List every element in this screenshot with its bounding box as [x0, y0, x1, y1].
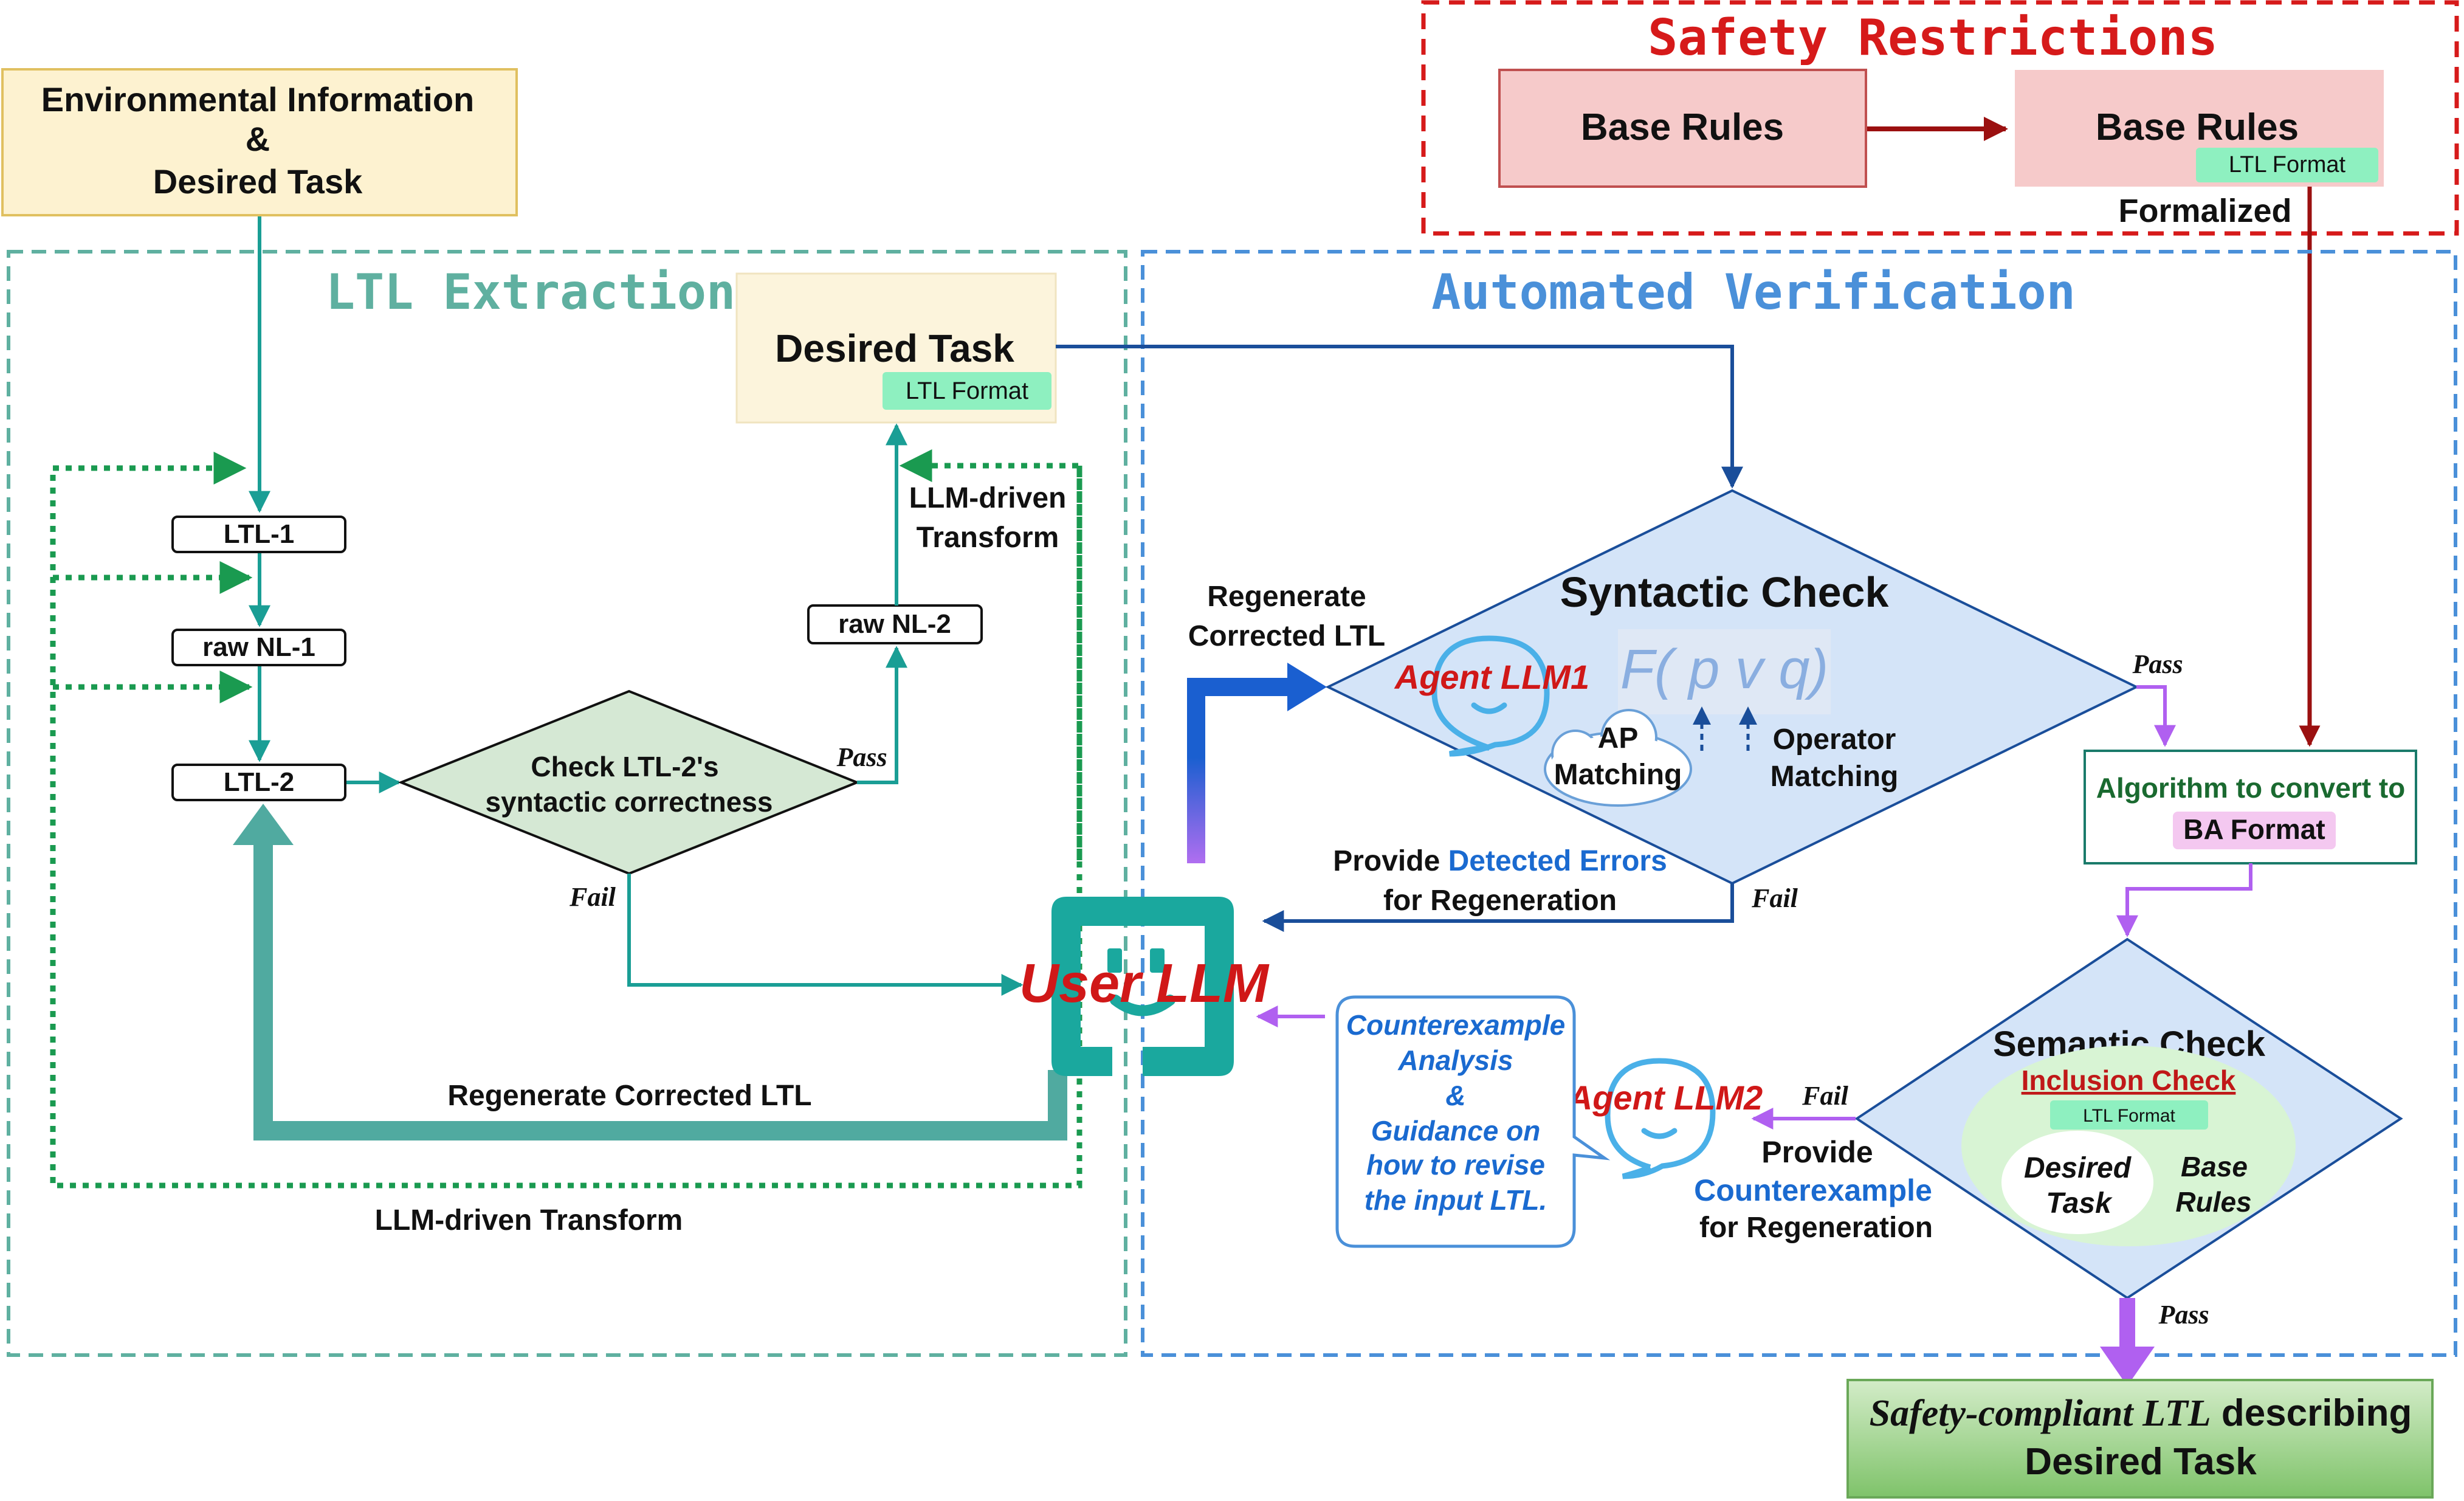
agent-llm2-bubble-icon	[1605, 1058, 1716, 1179]
regenerate-right-line1: Regenerate	[1207, 581, 1366, 613]
syntactic-pass-arrow	[2136, 685, 2176, 747]
desired-task-subset-ellipse	[2001, 1131, 2153, 1234]
for-regeneration-1: for Regeneration	[1383, 885, 1617, 917]
desired-task-inner-line1: Desired	[2024, 1152, 2132, 1184]
raw-nl1-box	[171, 629, 346, 666]
regenerate-right-line2: Corrected LTL	[1188, 620, 1385, 652]
op-line1: Operator	[1773, 723, 1896, 756]
ltl-extraction-title: LTL Extraction	[326, 264, 735, 320]
regenerate-corrected-ltl-left: Regenerate Corrected LTL	[447, 1080, 811, 1112]
check-fail-arrow	[627, 874, 1024, 996]
base-rules-box	[1498, 69, 1867, 188]
syntactic-correctness-check-diamond	[397, 689, 861, 875]
user-llm-robot-icon	[1051, 897, 1234, 1076]
safety-compliant-output-box	[1846, 1379, 2434, 1499]
env-line1: Environmental Information	[41, 80, 475, 119]
output-line1: Safety-compliant LTL describing	[1870, 1392, 2412, 1434]
bubble-line4: Guidance on	[1371, 1115, 1541, 1147]
automated-verification-frame	[1141, 250, 2457, 1357]
op-line2: Matching	[1771, 761, 1899, 793]
desired-task-inner-line2: Task	[2046, 1187, 2113, 1220]
syntactic-fail-arrow	[1262, 883, 1734, 932]
ap-matching-cloud-icon	[1544, 709, 1692, 807]
syntactic-check-title: Syntactic Check	[1560, 568, 1889, 616]
check-line1: Check LTL-2's	[531, 751, 718, 782]
env-line2: &	[246, 120, 270, 158]
check-fail-label: Fail	[569, 882, 616, 912]
inclusion-check-label: Inclusion Check	[2022, 1065, 2236, 1096]
ba-format-tag	[2173, 812, 2336, 849]
safety-restrictions-frame	[1421, 0, 2459, 236]
ba-format-label: BA Format	[2183, 813, 2325, 845]
ltl-format-tag-safety	[2196, 148, 2378, 182]
ap-line2: Matching	[1554, 759, 1682, 791]
agent-llm2-label: Agent LLM2	[1567, 1078, 1763, 1117]
base-rules-formal-label: Base Rules	[2096, 106, 2299, 148]
formula-text: F( p v q)	[1620, 638, 1828, 700]
semantic-pass-label: Pass	[2158, 1300, 2209, 1330]
check-line2: syntactic correctness	[485, 786, 773, 818]
safety-restrictions-title: Safety Restrictions	[1648, 9, 2218, 67]
ltl1-box	[171, 516, 346, 553]
regenerate-to-syntactic-arrow	[1187, 678, 1289, 863]
environment-task-box	[1, 68, 518, 216]
regenerate-to-syntactic-arrowhead	[1287, 663, 1327, 711]
user-llm-label: User LLM	[1019, 953, 1270, 1014]
ltl2-box	[171, 764, 346, 801]
base-rules-inner-line2: Rules	[2175, 1186, 2251, 1218]
ltl-format-tag-desired-label: LTL Format	[906, 378, 1028, 404]
algorithm-to-semantic-arrow	[2116, 863, 2252, 937]
raw-nl1-label: raw NL-1	[202, 632, 315, 662]
semantic-fail-label: Fail	[1802, 1081, 1849, 1111]
bubble-line5: how to revise	[1366, 1149, 1545, 1181]
agent-llm1-bubble-icon	[1431, 635, 1550, 757]
bubble-line2: Analysis	[1397, 1044, 1513, 1076]
llm-transform-bottom: LLM-driven Transform	[375, 1204, 683, 1237]
algorithm-line1: Algorithm to convert to	[2096, 772, 2406, 804]
formalized-label: Formalized	[2118, 193, 2291, 229]
provide-detected-errors: Provide Detected Errors	[1333, 845, 1667, 877]
for-regeneration-2: for Regeneration	[1699, 1212, 1933, 1244]
regenerate-big-arrow	[253, 842, 1067, 1140]
bubble-line6: the input LTL.	[1364, 1184, 1547, 1216]
ltl-format-tag-semantic-label: LTL Format	[2083, 1106, 2175, 1126]
dotted-transform-right	[899, 449, 1082, 860]
desired-task-label: Desired Task	[775, 326, 1014, 370]
formula-box	[1618, 629, 1831, 714]
syntactic-pass-label: Pass	[2132, 649, 2183, 679]
ltl1-label: LTL-1	[224, 519, 295, 549]
raw-nl2-label: raw NL-2	[838, 609, 951, 639]
base-rules-inner-line1: Base	[2181, 1151, 2248, 1182]
check-pass-label: Pass	[836, 742, 887, 772]
semantic-pass-arrowhead	[2100, 1347, 2155, 1386]
ltl-format-tag-desired	[883, 372, 1051, 410]
check-pass-arrow	[857, 646, 907, 784]
ltl2-label: LTL-2	[224, 767, 295, 797]
counterexample-word: Counterexample	[1694, 1173, 1932, 1207]
syntactic-fail-label: Fail	[1751, 883, 1798, 913]
automated-verification-title: Automated Verification	[1431, 264, 2076, 320]
output-line2: Desired Task	[2025, 1441, 2257, 1483]
llm-transform-right-line1: LLM-driven	[909, 482, 1067, 514]
env-line3: Desired Task	[153, 162, 363, 201]
llm-transform-right-line2: Transform	[917, 522, 1059, 554]
desired-to-syntactic-arrow	[1056, 345, 1743, 489]
ltl-extraction-frame	[7, 250, 1127, 1357]
ltl-format-tag-safety-label: LTL Format	[2229, 152, 2346, 178]
ltl-format-tag-semantic	[2050, 1100, 2208, 1130]
agent-llm1-label: Agent LLM1	[1394, 658, 1589, 696]
bubble-line1: Counterexample	[1346, 1009, 1565, 1041]
base-rules-label: Base Rules	[1581, 106, 1784, 148]
counterexample-bubble	[1335, 995, 1611, 1248]
provide-word: Provide	[1761, 1135, 1873, 1169]
ap-line1: AP	[1598, 722, 1639, 754]
bubble-line3: &	[1445, 1080, 1465, 1111]
regenerate-big-arrowhead	[233, 804, 294, 845]
